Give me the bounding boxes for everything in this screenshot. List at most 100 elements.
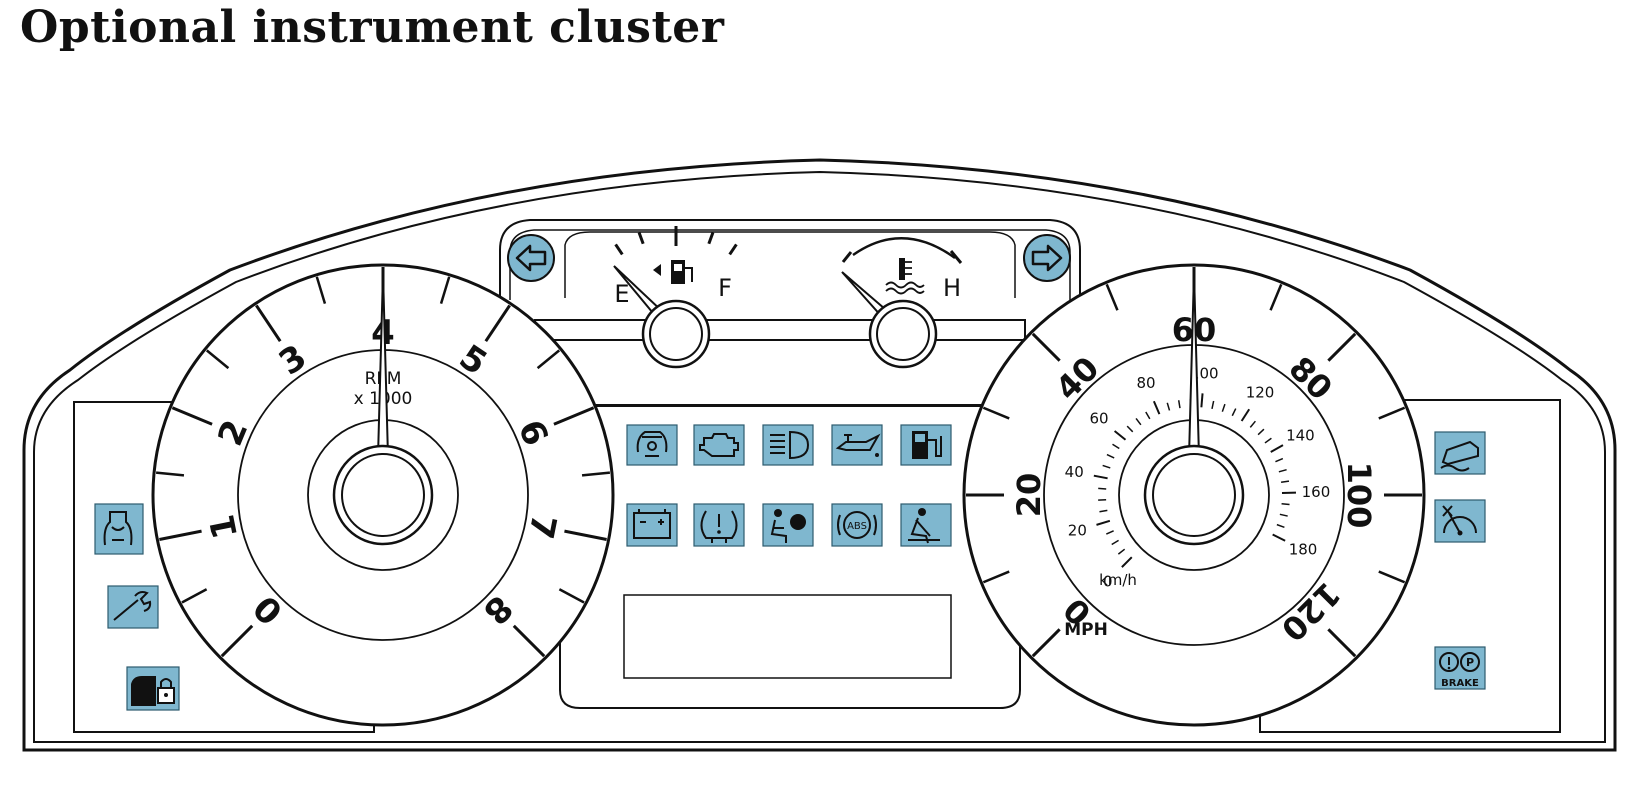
left-turn-signal-icon — [507, 234, 555, 282]
tach-tick — [558, 588, 585, 604]
kmh-tick — [1272, 533, 1286, 542]
kmh-tick — [1270, 444, 1284, 453]
kmh-tick — [1112, 443, 1120, 450]
kmh-tick — [1135, 418, 1142, 426]
kmh-tick-label: 0 — [1103, 572, 1113, 590]
tach-tick — [564, 529, 607, 541]
kmh-tick — [1257, 428, 1265, 436]
kmh-tick — [1102, 464, 1111, 469]
mph-tick — [1327, 628, 1357, 658]
kmh-tick-label: 180 — [1289, 541, 1318, 559]
kmh-tick — [1121, 556, 1133, 568]
tach-tick — [155, 471, 185, 477]
tach-tick — [181, 588, 208, 604]
cluster-housing-inner — [33, 170, 1606, 743]
temp-hot-label: H — [943, 274, 961, 302]
battery-icon — [626, 503, 678, 547]
kmh-tick — [1099, 509, 1108, 513]
kmh-tick — [1093, 474, 1108, 480]
tach-tick — [315, 276, 327, 304]
kmh-tick — [1200, 393, 1204, 408]
kmh-tick — [1231, 408, 1237, 417]
powertrain-fault-icon — [94, 503, 144, 555]
brake-icon: P BRAKE — [1434, 646, 1486, 690]
kmh-tick — [1113, 430, 1127, 441]
fuel-pump-icon — [671, 260, 685, 284]
kmh-unit-label: km/h — [1099, 571, 1137, 589]
kmh-tick-label: 140 — [1286, 426, 1315, 444]
temp-hot-tick — [949, 250, 963, 264]
mph-tick — [982, 406, 1010, 420]
tach-tick — [255, 304, 282, 343]
mph-tick — [1105, 283, 1119, 311]
oil-pressure-icon — [831, 424, 883, 466]
low-fuel-icon — [900, 424, 952, 466]
kmh-tick — [1145, 411, 1151, 420]
brake-p-label: P — [1466, 656, 1474, 669]
tach-tick — [553, 406, 595, 426]
tach-tick — [439, 276, 451, 304]
fuel-empty-label: E — [614, 280, 629, 308]
abs-icon: ABS — [831, 503, 883, 547]
kmh-tick — [1276, 523, 1285, 529]
kmh-tick — [1152, 400, 1161, 415]
page-title: Optional instrument cluster — [20, 2, 725, 53]
speedometer: 020406080100120020406080100120140160180k… — [962, 263, 1426, 727]
kmh-tick — [1280, 480, 1290, 484]
kmh-tick — [1098, 487, 1107, 490]
tach-tick — [536, 349, 561, 370]
tach-tick — [205, 349, 230, 370]
airbag-icon — [762, 503, 814, 547]
kmh-tick-label: 60 — [1089, 409, 1108, 427]
kmh-tick — [1240, 408, 1251, 422]
abs-label: ABS — [847, 521, 867, 532]
mph-tick — [982, 570, 1010, 584]
kmh-tick-label: 40 — [1065, 463, 1084, 481]
upper-gauge-housing — [499, 219, 1081, 300]
tire-pressure-icon — [693, 503, 745, 547]
right-turn-signal-icon — [1023, 234, 1071, 282]
kmh-tick — [1106, 530, 1114, 535]
kmh-tick — [1117, 548, 1126, 555]
mph-tick — [1269, 283, 1283, 311]
high-beam-icon — [762, 424, 814, 466]
kmh-tick — [1106, 453, 1115, 459]
seatbelt-icon — [900, 503, 952, 547]
tach-tick — [512, 624, 546, 658]
kmh-tick — [1096, 519, 1111, 526]
kmh-tick — [1111, 539, 1119, 546]
tachometer: 012345678RPMx 1000 — [151, 263, 615, 727]
coolant-temp-icon — [899, 258, 905, 280]
kmh-tick — [1166, 402, 1171, 411]
check-engine-icon — [693, 424, 745, 466]
kmh-tick-label: 120 — [1246, 383, 1275, 401]
fuel-tick — [614, 243, 624, 256]
speedo-hub-inner — [1152, 453, 1236, 537]
tach-hub-inner — [341, 453, 425, 537]
mph-tick — [1031, 332, 1061, 362]
mph-tick — [1031, 628, 1061, 658]
tach-tick — [159, 529, 202, 541]
kmh-tick — [1126, 425, 1134, 433]
fuel-full-label: F — [718, 274, 732, 302]
mph-tick — [1378, 570, 1406, 584]
temp-cold-tick — [841, 251, 853, 263]
tach-tick — [171, 406, 213, 426]
fuel-door-arrow-icon — [653, 264, 661, 276]
mph-tick-label: 100 — [1340, 462, 1378, 529]
brake-label: BRAKE — [1441, 678, 1479, 689]
kmh-tick — [1278, 468, 1287, 473]
wrench-icon — [107, 585, 159, 629]
kmh-tick — [1279, 513, 1288, 517]
message-display — [623, 594, 952, 679]
tach-tick — [581, 471, 611, 477]
kmh-tick — [1264, 437, 1272, 444]
kmh-tick — [1281, 502, 1290, 506]
kmh-tick — [1249, 420, 1256, 428]
kmh-tick — [1211, 400, 1215, 410]
mph-unit-label: MPH — [1064, 620, 1108, 640]
kmh-tick — [1221, 403, 1226, 412]
center-panel — [559, 404, 1021, 709]
